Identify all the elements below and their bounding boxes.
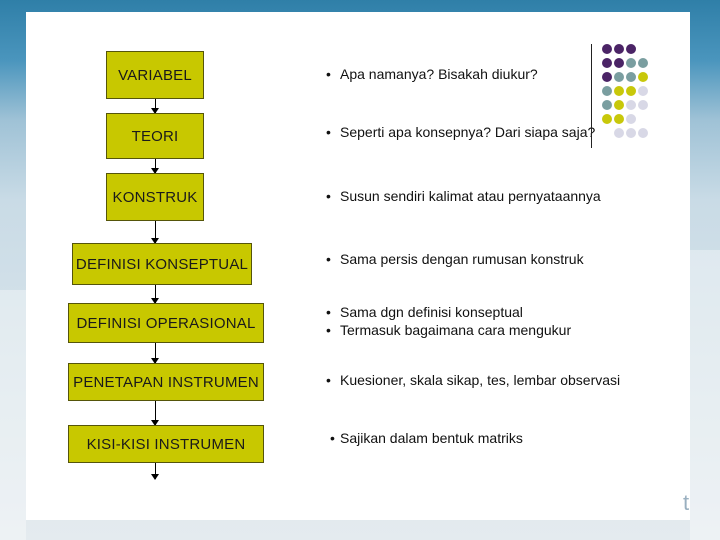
decorative-dot	[614, 72, 624, 82]
decorative-dot	[602, 100, 612, 110]
flow-box-variabel: VARIABEL	[106, 51, 204, 99]
note-text: Seperti apa konsepnya? Dari siapa saja?	[340, 124, 595, 140]
note-text: Susun sendiri kalimat atau pernyataannya	[340, 188, 601, 204]
decorative-dot	[626, 58, 636, 68]
flow-arrow	[155, 285, 156, 303]
decorative-line	[591, 44, 592, 148]
bullet-mark: •	[326, 372, 340, 388]
decorative-dot	[638, 100, 648, 110]
decorative-dot	[638, 72, 648, 82]
flow-arrow	[155, 221, 156, 243]
note-definisi-operasional-2: •Termasuk bagaimana cara mengukur	[326, 322, 571, 338]
decorative-dot	[602, 86, 612, 96]
note-text: Sama persis dengan rumusan konstruk	[340, 251, 584, 267]
background-building	[690, 250, 720, 540]
note-variabel: •Apa namanya? Bisakah diukur?	[326, 66, 538, 82]
note-kisi-kisi-instrumen: •Sajikan dalam bentuk matriks	[330, 430, 523, 446]
decorative-dot	[602, 44, 612, 54]
decorative-dot	[614, 114, 624, 124]
note-teori: •Seperti apa konsepnya? Dari siapa saja?	[326, 124, 595, 140]
flow-box-definisi-operasional: DEFINISI OPERASIONAL	[68, 303, 264, 343]
flow-box-kisi-kisi-instrumen: KISI-KISI INSTRUMEN	[68, 425, 264, 463]
decorative-dot	[614, 86, 624, 96]
decorative-dot	[638, 58, 648, 68]
note-text: Apa namanya? Bisakah diukur?	[340, 66, 538, 82]
flow-box-teori: TEORI	[106, 113, 204, 159]
note-penetapan-instrumen: •Kuesioner, skala sikap, tes, lembar obs…	[326, 372, 620, 388]
slide: VARIABEL TEORI KONSTRUK DEFINISI KONSEPT…	[26, 12, 690, 520]
flow-arrow	[155, 463, 156, 479]
note-text: Sajikan dalam bentuk matriks	[340, 430, 523, 446]
decorative-dot	[626, 128, 636, 138]
flow-arrow	[155, 343, 156, 363]
decorative-dot	[626, 114, 636, 124]
decorative-dot	[626, 72, 636, 82]
decorative-dot	[638, 86, 648, 96]
decorative-dot	[602, 114, 612, 124]
bullet-mark: •	[326, 188, 340, 204]
decorative-dot	[626, 86, 636, 96]
note-text: Termasuk bagaimana cara mengukur	[340, 322, 571, 338]
bullet-mark: •	[326, 322, 340, 338]
flow-box-definisi-konseptual: DEFINISI KONSEPTUAL	[72, 243, 252, 285]
decorative-dot	[614, 100, 624, 110]
bullet-mark: •	[330, 430, 340, 446]
bullet-mark: •	[326, 251, 340, 267]
decorative-dot	[602, 72, 612, 82]
note-konstruk: •Susun sendiri kalimat atau pernyataanny…	[326, 188, 601, 204]
flow-box-penetapan-instrumen: PENETAPAN INSTRUMEN	[68, 363, 264, 401]
corner-letter: t	[683, 490, 689, 516]
flow-box-konstruk: KONSTRUK	[106, 173, 204, 221]
note-definisi-operasional-1: •Sama dgn definisi konseptual	[326, 304, 523, 320]
note-definisi-konseptual: •Sama persis dengan rumusan konstruk	[326, 251, 584, 267]
flow-arrow	[155, 401, 156, 425]
decorative-dot	[638, 128, 648, 138]
bullet-mark: •	[326, 124, 340, 140]
bullet-mark: •	[326, 66, 340, 82]
note-text: Kuesioner, skala sikap, tes, lembar obse…	[340, 372, 620, 388]
decorative-dot	[614, 44, 624, 54]
background-building	[0, 290, 26, 540]
flow-arrow	[155, 99, 156, 113]
decorative-dot	[614, 58, 624, 68]
decorative-dot	[602, 58, 612, 68]
decorative-dot	[626, 100, 636, 110]
decorative-dot	[614, 128, 624, 138]
flow-arrow	[155, 159, 156, 173]
bullet-mark: •	[326, 304, 340, 320]
decorative-dot	[626, 44, 636, 54]
note-text: Sama dgn definisi konseptual	[340, 304, 523, 320]
